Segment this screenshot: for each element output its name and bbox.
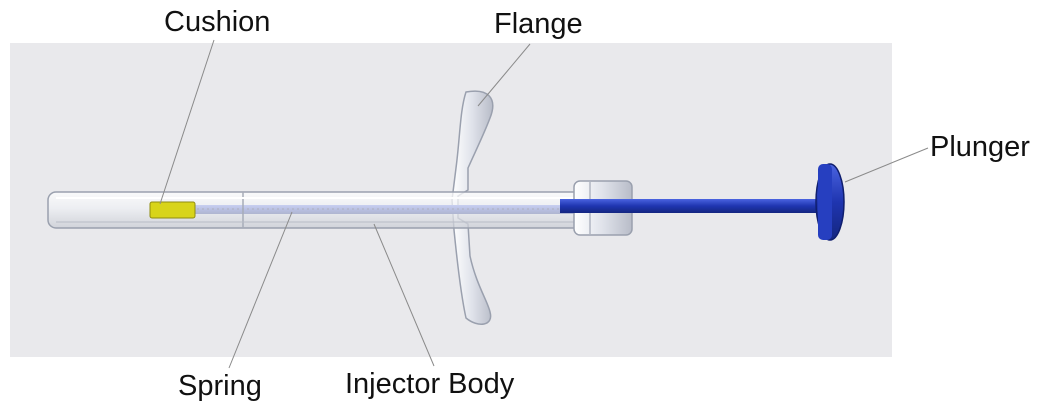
label-spring: Spring xyxy=(178,372,262,401)
cushion xyxy=(150,202,195,218)
plunger-head-rim xyxy=(818,164,832,240)
label-plunger: Plunger xyxy=(930,133,1030,162)
label-flange: Flange xyxy=(494,10,583,39)
label-cushion: Cushion xyxy=(164,8,270,37)
plunger-rod xyxy=(560,199,822,213)
label-injector-body: Injector Body xyxy=(345,370,514,399)
